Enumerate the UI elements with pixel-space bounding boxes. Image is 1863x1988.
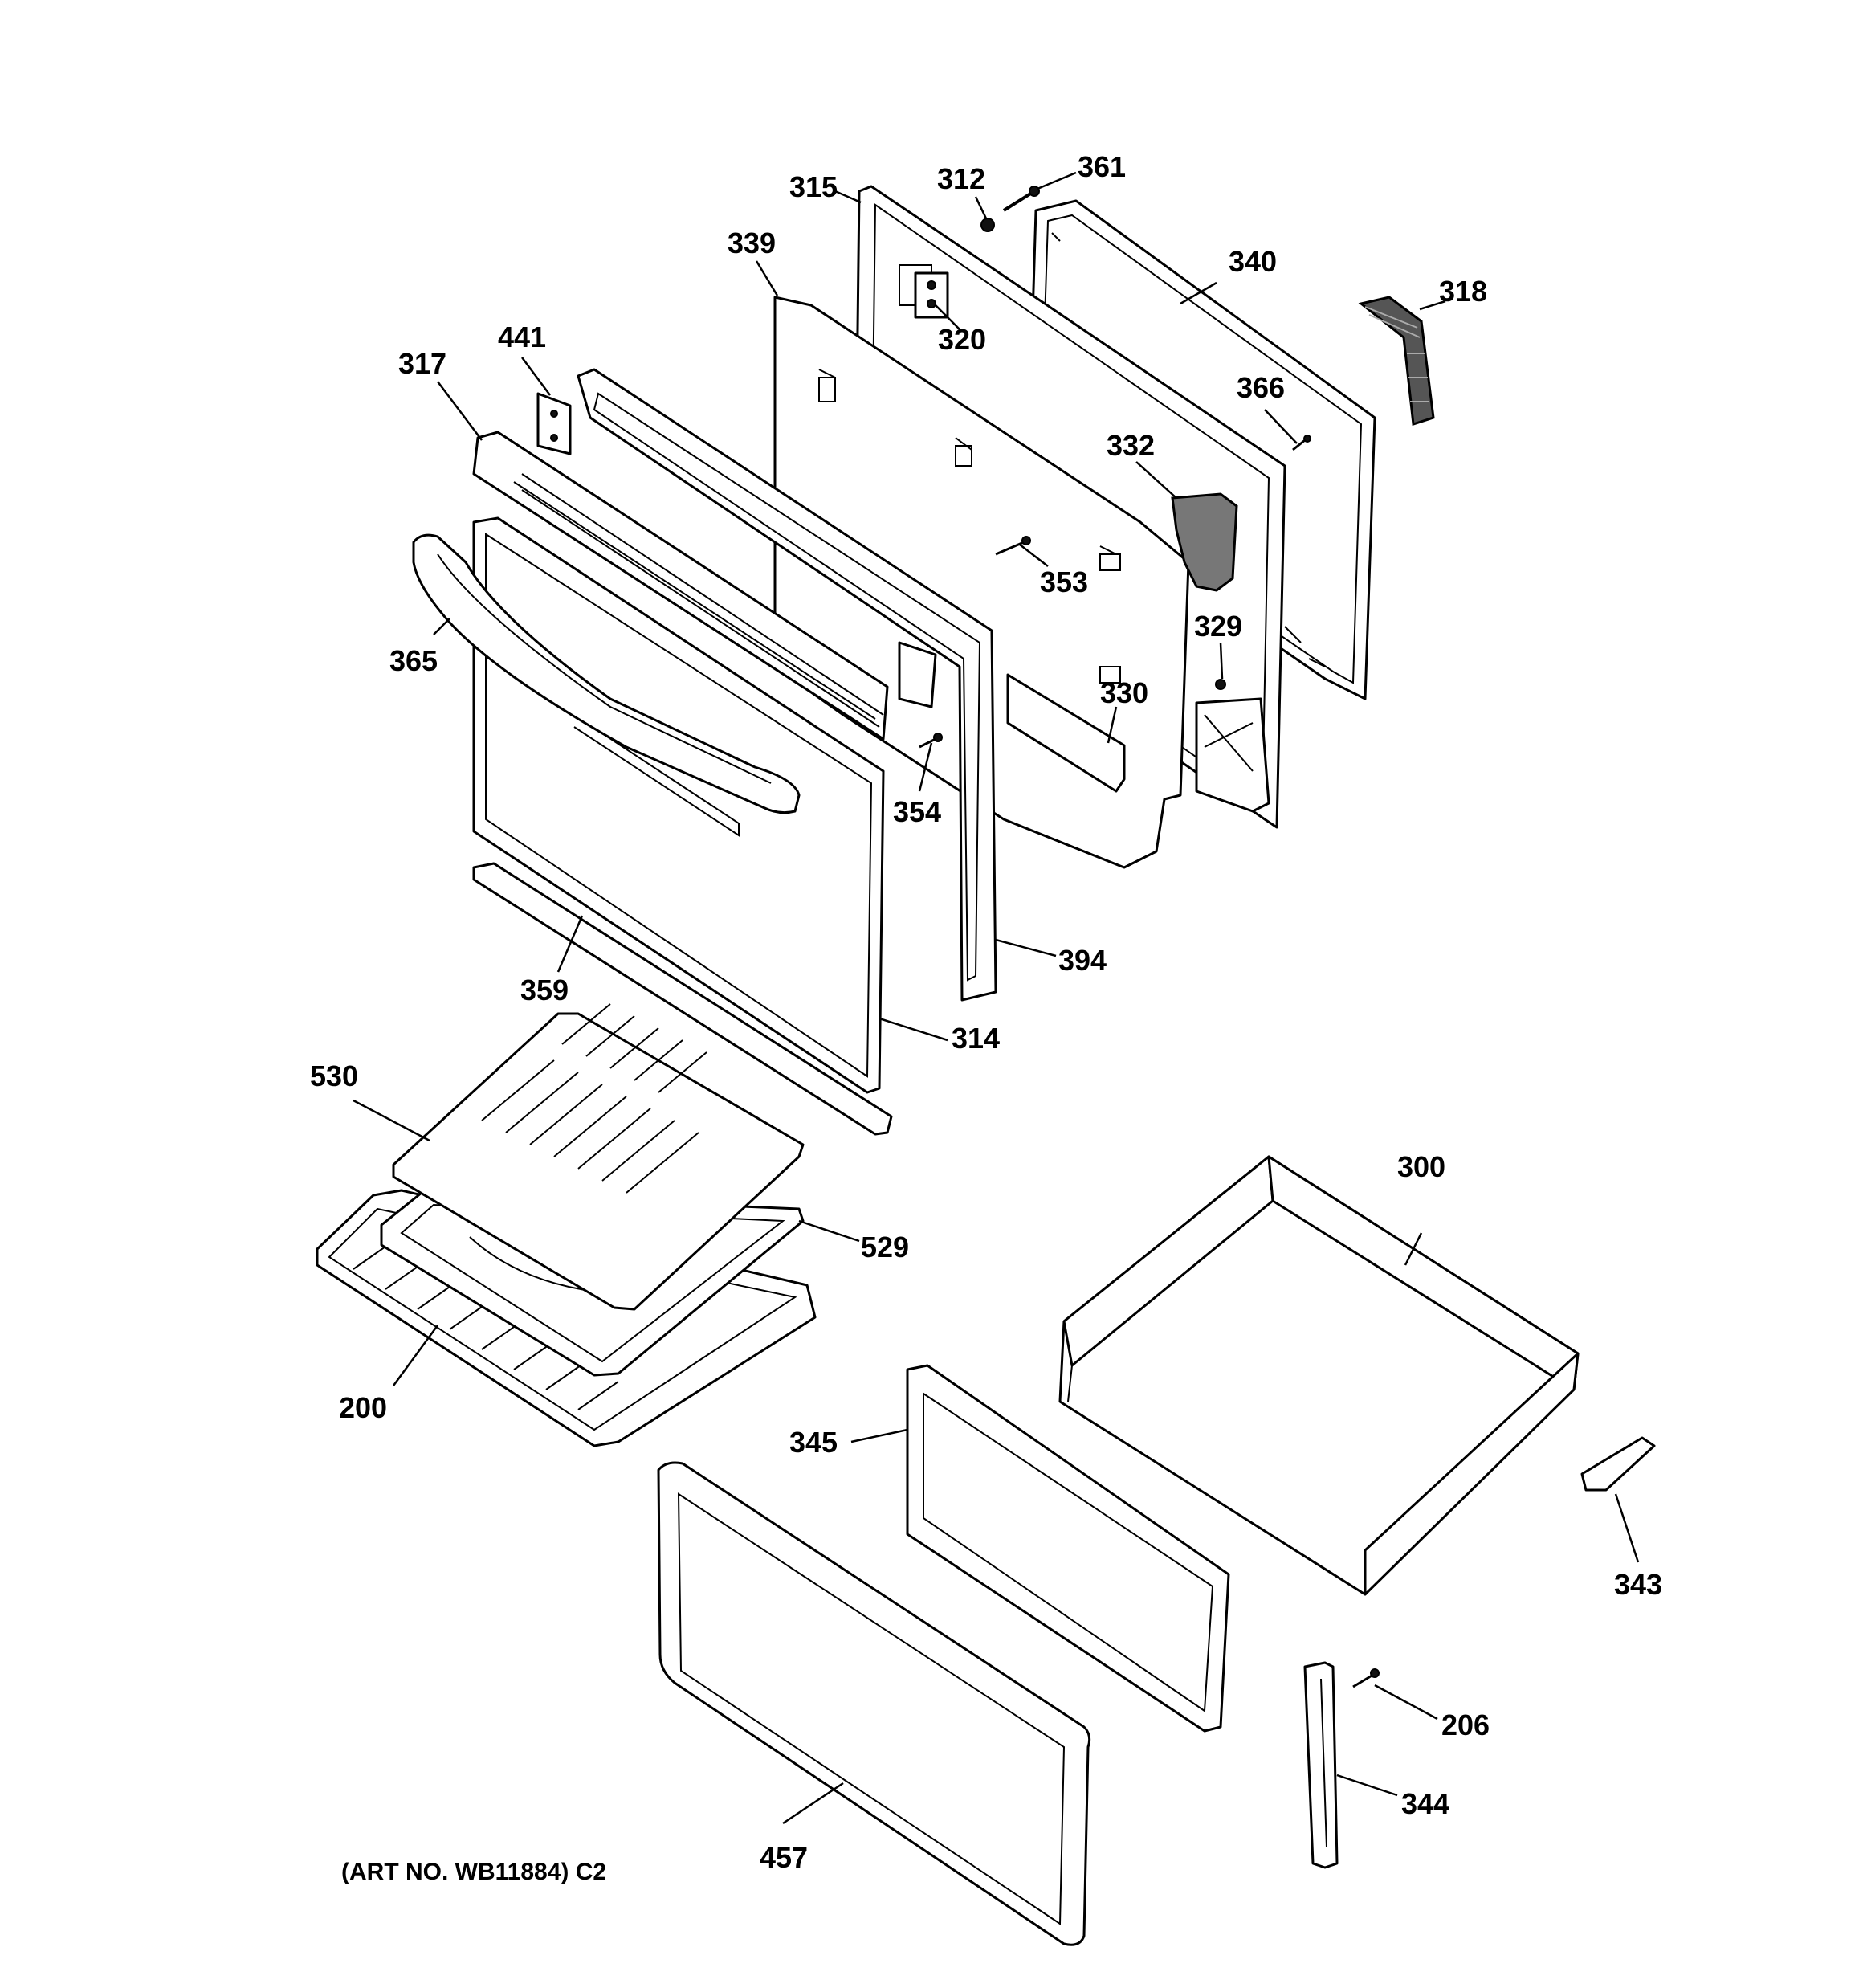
door-frame-317 bbox=[472, 368, 997, 1002]
drawer-front-457 bbox=[657, 1461, 1091, 1946]
art-number-label: (ART NO. WB11884) C2 bbox=[341, 1859, 606, 1885]
washer-329 bbox=[1215, 679, 1226, 690]
callout-365: 365 bbox=[389, 644, 438, 677]
screw-361 bbox=[1002, 186, 1040, 212]
callout-329: 329 bbox=[1194, 610, 1242, 643]
callout-343: 343 bbox=[1614, 1568, 1662, 1601]
screw-353 bbox=[995, 536, 1031, 556]
callout-366: 366 bbox=[1237, 371, 1285, 404]
callout-206: 206 bbox=[1441, 1708, 1490, 1741]
callout-317: 317 bbox=[398, 347, 446, 380]
callout-312: 312 bbox=[937, 162, 985, 195]
callout-332: 332 bbox=[1107, 429, 1155, 462]
gasket-strip-318 bbox=[1358, 296, 1435, 426]
callout-300: 300 bbox=[1397, 1150, 1445, 1183]
callout-457: 457 bbox=[760, 1841, 808, 1874]
callout-315: 315 bbox=[789, 170, 838, 203]
door-bottom-trim-359 bbox=[472, 862, 893, 1136]
callout-330: 330 bbox=[1100, 676, 1148, 709]
callout-320: 320 bbox=[938, 323, 986, 356]
callout-359: 359 bbox=[520, 974, 569, 1006]
callout-530: 530 bbox=[310, 1059, 358, 1092]
callout-441: 441 bbox=[498, 320, 546, 353]
callout-314: 314 bbox=[952, 1022, 1000, 1055]
drawer-rail-344 bbox=[1303, 1661, 1339, 1869]
baffle-strip-330 bbox=[1006, 673, 1126, 793]
callout-345: 345 bbox=[789, 1426, 838, 1459]
callout-339: 339 bbox=[728, 227, 776, 259]
door-handle-365 bbox=[412, 533, 801, 814]
callout-labels: 315 312 361 339 340 318 320 441 317 366 … bbox=[310, 150, 1662, 1874]
screw-366 bbox=[1292, 435, 1311, 451]
callout-318: 318 bbox=[1439, 275, 1487, 308]
drawer-front-panel-345 bbox=[906, 1364, 1230, 1733]
door-panel-314 bbox=[472, 516, 885, 1094]
callout-344: 344 bbox=[1401, 1787, 1449, 1820]
insulation-332 bbox=[1171, 492, 1238, 592]
callout-361: 361 bbox=[1078, 150, 1126, 183]
drawer-glide-343 bbox=[1580, 1436, 1656, 1492]
side-bracket-441 bbox=[536, 392, 937, 708]
screw-206 bbox=[1352, 1668, 1380, 1688]
callout-529: 529 bbox=[861, 1231, 909, 1263]
hinge-bracket-320 bbox=[914, 271, 949, 319]
callout-200: 200 bbox=[339, 1391, 387, 1424]
nut-312 bbox=[980, 218, 995, 232]
lower-hinge-bracket bbox=[1195, 697, 1270, 813]
callout-340: 340 bbox=[1229, 245, 1277, 278]
drawer-body-300 bbox=[1058, 1155, 1580, 1596]
callout-354: 354 bbox=[893, 795, 941, 828]
leader-lines bbox=[353, 171, 1640, 1825]
broiler-pan-insert-530 bbox=[392, 1003, 805, 1311]
callout-353: 353 bbox=[1040, 565, 1088, 598]
callout-394: 394 bbox=[1058, 944, 1107, 977]
screw-354 bbox=[919, 733, 943, 749]
